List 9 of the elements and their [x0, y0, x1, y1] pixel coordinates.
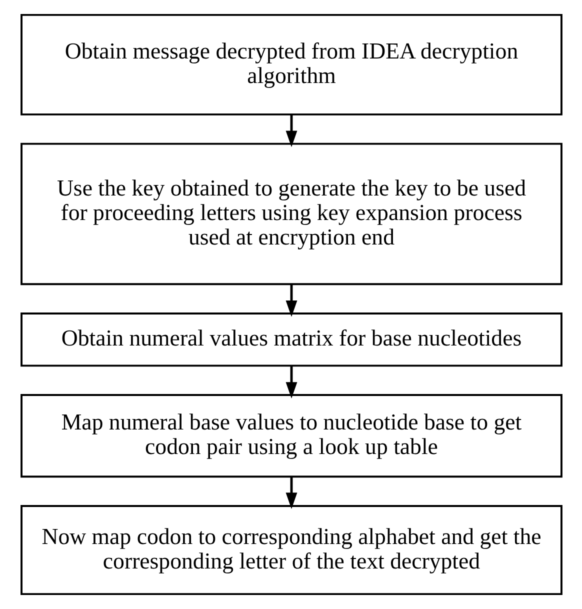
arrow: [285, 366, 297, 399]
node-box: Now map codon to corresponding alphabet and get the corresponding letter of the text decrypted: [20, 504, 562, 596]
node-box: Obtain message decrypted from IDEA decryption algorithm: [20, 14, 562, 116]
arrow: [285, 284, 297, 317]
arrow: [285, 114, 297, 148]
node-box: Map numeral base values to nucleotide base to get codon pair using a look up table: [20, 394, 562, 478]
node-box: Obtain numeral values matrix for base nucleotides: [20, 312, 562, 367]
node-box: Use the key obtained to generate the key to be used for proceeding letters using key expansion process used at encryption end: [20, 142, 562, 286]
arrow: [285, 476, 297, 510]
